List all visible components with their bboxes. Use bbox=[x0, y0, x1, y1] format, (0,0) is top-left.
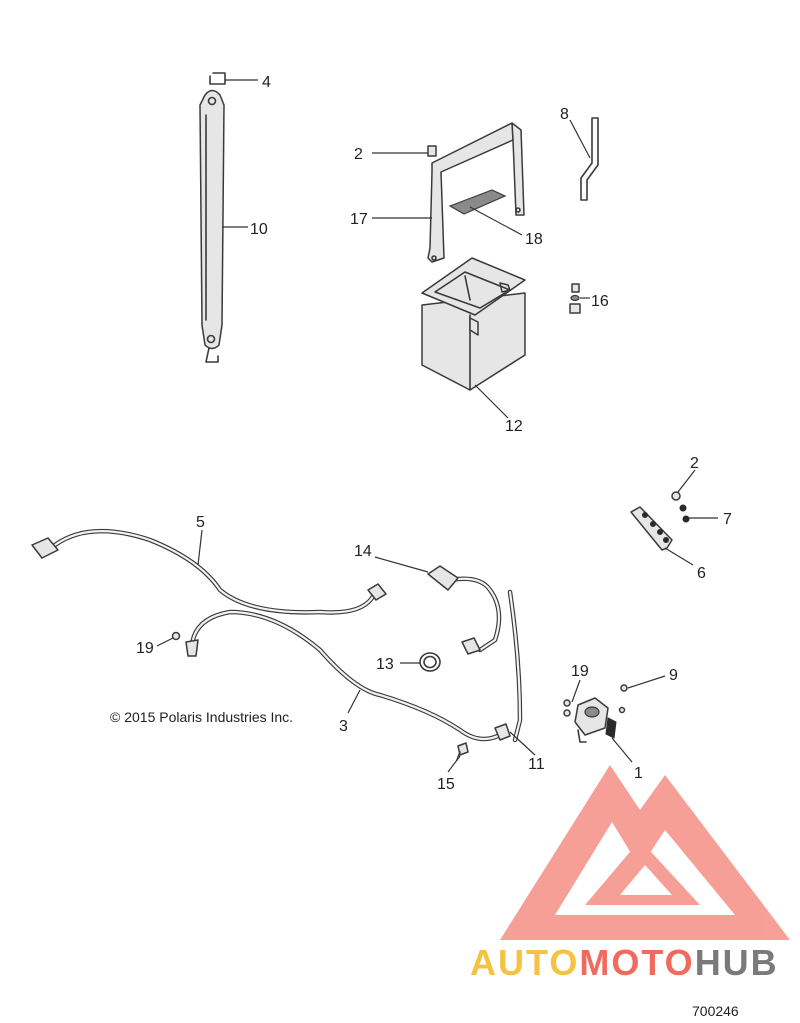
cable-3 bbox=[185, 589, 523, 743]
callout-labels: 4 10 2 17 18 8 16 12 2 7 6 5 14 19 13 3 … bbox=[136, 74, 732, 793]
callout-2-right: 2 bbox=[690, 455, 699, 472]
watermark-brand-part3: HUB bbox=[695, 942, 779, 983]
callout-8: 8 bbox=[560, 106, 569, 123]
callout-15: 15 bbox=[437, 776, 455, 793]
callout-9: 9 bbox=[669, 667, 678, 684]
watermark-brand-part2: MOTO bbox=[579, 942, 694, 983]
callout-18: 18 bbox=[525, 231, 543, 248]
watermark-brand-part1: AUTO bbox=[470, 942, 579, 983]
battery-bracket bbox=[427, 122, 525, 263]
callout-3: 3 bbox=[339, 718, 348, 735]
callout-10: 10 bbox=[250, 221, 268, 238]
callout-17: 17 bbox=[350, 211, 368, 228]
callout-7: 7 bbox=[723, 511, 732, 528]
battery-strap bbox=[199, 72, 226, 363]
callout-1: 1 bbox=[634, 765, 643, 782]
relay-assembly bbox=[563, 684, 628, 743]
watermark-logo bbox=[500, 765, 790, 940]
callout-4: 4 bbox=[262, 74, 271, 91]
callout-11: 11 bbox=[528, 756, 545, 773]
callout-12: 12 bbox=[505, 418, 523, 435]
leader-lines bbox=[156, 79, 718, 773]
battery bbox=[421, 257, 526, 391]
callout-19-left: 19 bbox=[136, 640, 154, 657]
callout-16: 16 bbox=[591, 293, 609, 310]
callout-14: 14 bbox=[354, 543, 372, 560]
terminal-block bbox=[630, 491, 690, 551]
document-number: 700246 bbox=[692, 1003, 739, 1019]
callout-2-top: 2 bbox=[354, 146, 363, 163]
callout-13: 13 bbox=[376, 656, 394, 673]
cable-14 bbox=[427, 565, 502, 655]
callout-6: 6 bbox=[697, 565, 706, 582]
terminal-hardware bbox=[569, 283, 581, 314]
watermark-brand: AUTOMOTOHUB bbox=[470, 942, 779, 983]
callout-5: 5 bbox=[196, 514, 205, 531]
fastener-15 bbox=[456, 742, 469, 761]
watermark-swirl bbox=[585, 840, 700, 905]
copyright-notice: © 2015 Polaris Industries Inc. bbox=[110, 709, 293, 725]
cable-clamp bbox=[419, 652, 441, 672]
nut-left bbox=[171, 631, 181, 641]
hold-down-rod bbox=[580, 117, 599, 201]
callout-19-right: 19 bbox=[571, 663, 589, 680]
cable-5 bbox=[31, 528, 387, 615]
